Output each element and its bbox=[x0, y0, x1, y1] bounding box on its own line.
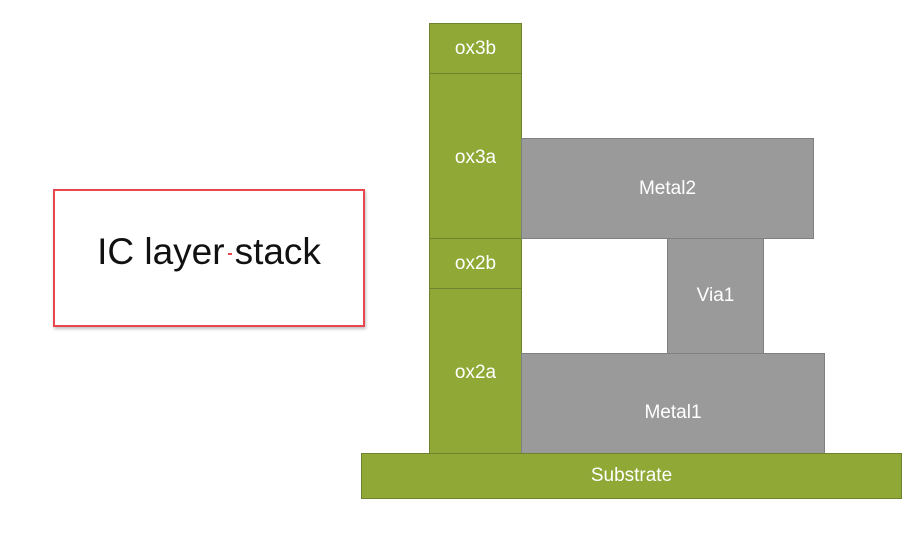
layer-ox2b-label: ox2b bbox=[454, 252, 497, 274]
layer-substrate-label: Substrate bbox=[590, 465, 673, 486]
layer-ox2b: ox2b bbox=[429, 238, 522, 289]
layer-metal1: Metal1 bbox=[521, 353, 825, 454]
title-marker bbox=[227, 253, 232, 256]
layer-ox2a-label: ox2a bbox=[454, 362, 497, 383]
layer-ox3a-label: ox3a bbox=[454, 147, 497, 168]
layer-via1: Via1 bbox=[667, 238, 764, 354]
layer-ox3b: ox3b bbox=[429, 23, 522, 74]
title-part-2: stack bbox=[234, 231, 321, 272]
layer-metal2-label: Metal2 bbox=[638, 177, 697, 199]
layer-via1-label: Via1 bbox=[696, 285, 735, 306]
layer-ox2a: ox2a bbox=[429, 288, 522, 454]
title-part-1: IC layer bbox=[97, 231, 225, 272]
layer-ox3b-label: ox3b bbox=[454, 37, 497, 59]
layer-metal1-label: Metal1 bbox=[644, 401, 702, 423]
layer-ox3a: ox3a bbox=[429, 73, 522, 239]
layer-metal2: Metal2 bbox=[521, 138, 814, 239]
layer-substrate: Substrate bbox=[361, 453, 902, 499]
